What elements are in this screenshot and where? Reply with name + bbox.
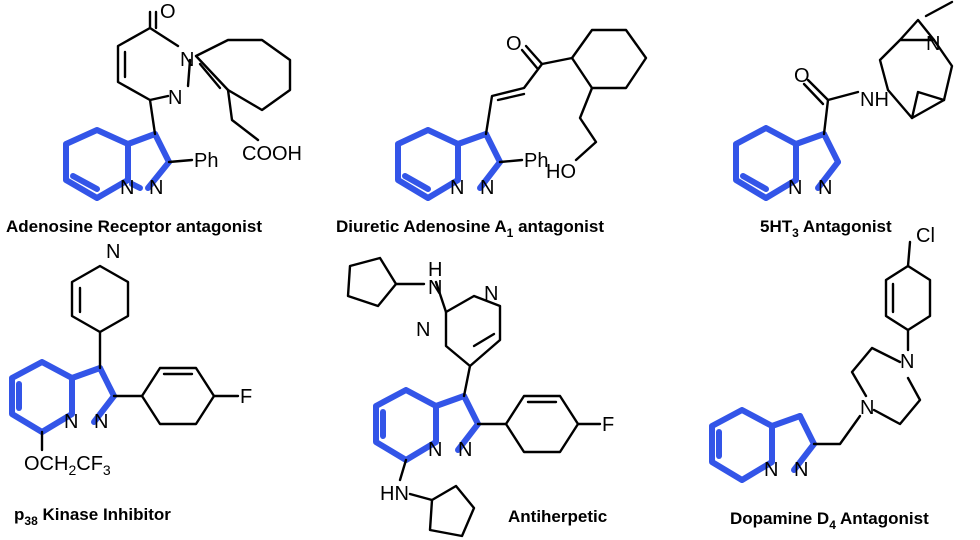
- atom-o: O: [794, 65, 810, 87]
- atom-n: N: [94, 411, 108, 433]
- compound-antiherpetic: N N N N H N F HN Antiherpetic: [346, 256, 614, 538]
- atom-n: N: [64, 411, 78, 433]
- atom-n: N: [450, 177, 464, 199]
- atom-f: F: [602, 414, 614, 436]
- atom-cl: Cl: [916, 225, 935, 247]
- pyrazolopyridine-core: [63, 127, 172, 201]
- atom-n: N: [149, 177, 163, 199]
- atom-n: N: [900, 351, 914, 373]
- atom-o: O: [160, 1, 176, 23]
- atom-n: N: [180, 49, 194, 71]
- compound-5ht3-antagonist: N N O NH N 5HT3 Antagonist: [733, 0, 954, 240]
- atom-n: N: [764, 459, 778, 481]
- compound-diuretic-adenosine-a1-antagonist: N N Ph O HO Diuretic Adenosine A1 antago…: [336, 28, 648, 240]
- atom-n: N: [458, 439, 472, 461]
- atom-ph: Ph: [524, 150, 548, 172]
- compound-label: Adenosine Receptor antagonist: [6, 217, 262, 236]
- compound-adenosine-receptor-antagonist: N N Ph N N O COOH Adenosine Receptor ant…: [6, 1, 302, 236]
- atom-n: N: [788, 177, 802, 199]
- atom-n: N: [416, 319, 430, 341]
- atom-n: N: [794, 459, 808, 481]
- atom-nh: NH: [860, 89, 889, 111]
- atom-n: N: [818, 177, 832, 199]
- compound-label: p38 Kinase Inhibitor: [14, 505, 171, 528]
- pyrazolopyridine-core: [709, 407, 817, 483]
- compound-dopamine-d4-antagonist: N N N N Cl Dopamine D4 Antagonist: [709, 225, 935, 532]
- pyrazolopyridine-core: [9, 359, 117, 435]
- atom-n: N: [860, 397, 874, 419]
- atom-n: N: [106, 241, 120, 263]
- compound-p38-kinase-inhibitor: N N N F OCH2CF3 p38 Kinase Inhibitor: [9, 241, 252, 528]
- pyrazolopyridine-core: [733, 125, 841, 201]
- atom-n: N: [120, 177, 134, 199]
- atom-ph: Ph: [194, 150, 218, 172]
- atom-cooh: COOH: [242, 143, 302, 165]
- compound-label: Diuretic Adenosine A1 antagonist: [336, 217, 604, 240]
- atom-n: N: [480, 177, 494, 199]
- compound-label: Dopamine D4 Antagonist: [730, 509, 929, 532]
- atom-n: N: [484, 283, 498, 305]
- compound-label: 5HT3 Antagonist: [760, 217, 892, 240]
- atom-o: O: [506, 33, 522, 55]
- atom-ho: HO: [546, 161, 576, 183]
- atom-och2cf3: OCH2CF3: [24, 453, 111, 478]
- atom-n: N: [926, 33, 940, 55]
- pyrazolopyridine-core: [395, 127, 503, 201]
- compound-label: Antiherpetic: [508, 507, 607, 526]
- atom-n: N: [428, 439, 442, 461]
- atom-h: H: [428, 259, 442, 281]
- atom-hn: HN: [380, 483, 409, 505]
- atom-n: N: [428, 277, 442, 299]
- atom-n: N: [168, 87, 182, 109]
- atom-f: F: [240, 386, 252, 408]
